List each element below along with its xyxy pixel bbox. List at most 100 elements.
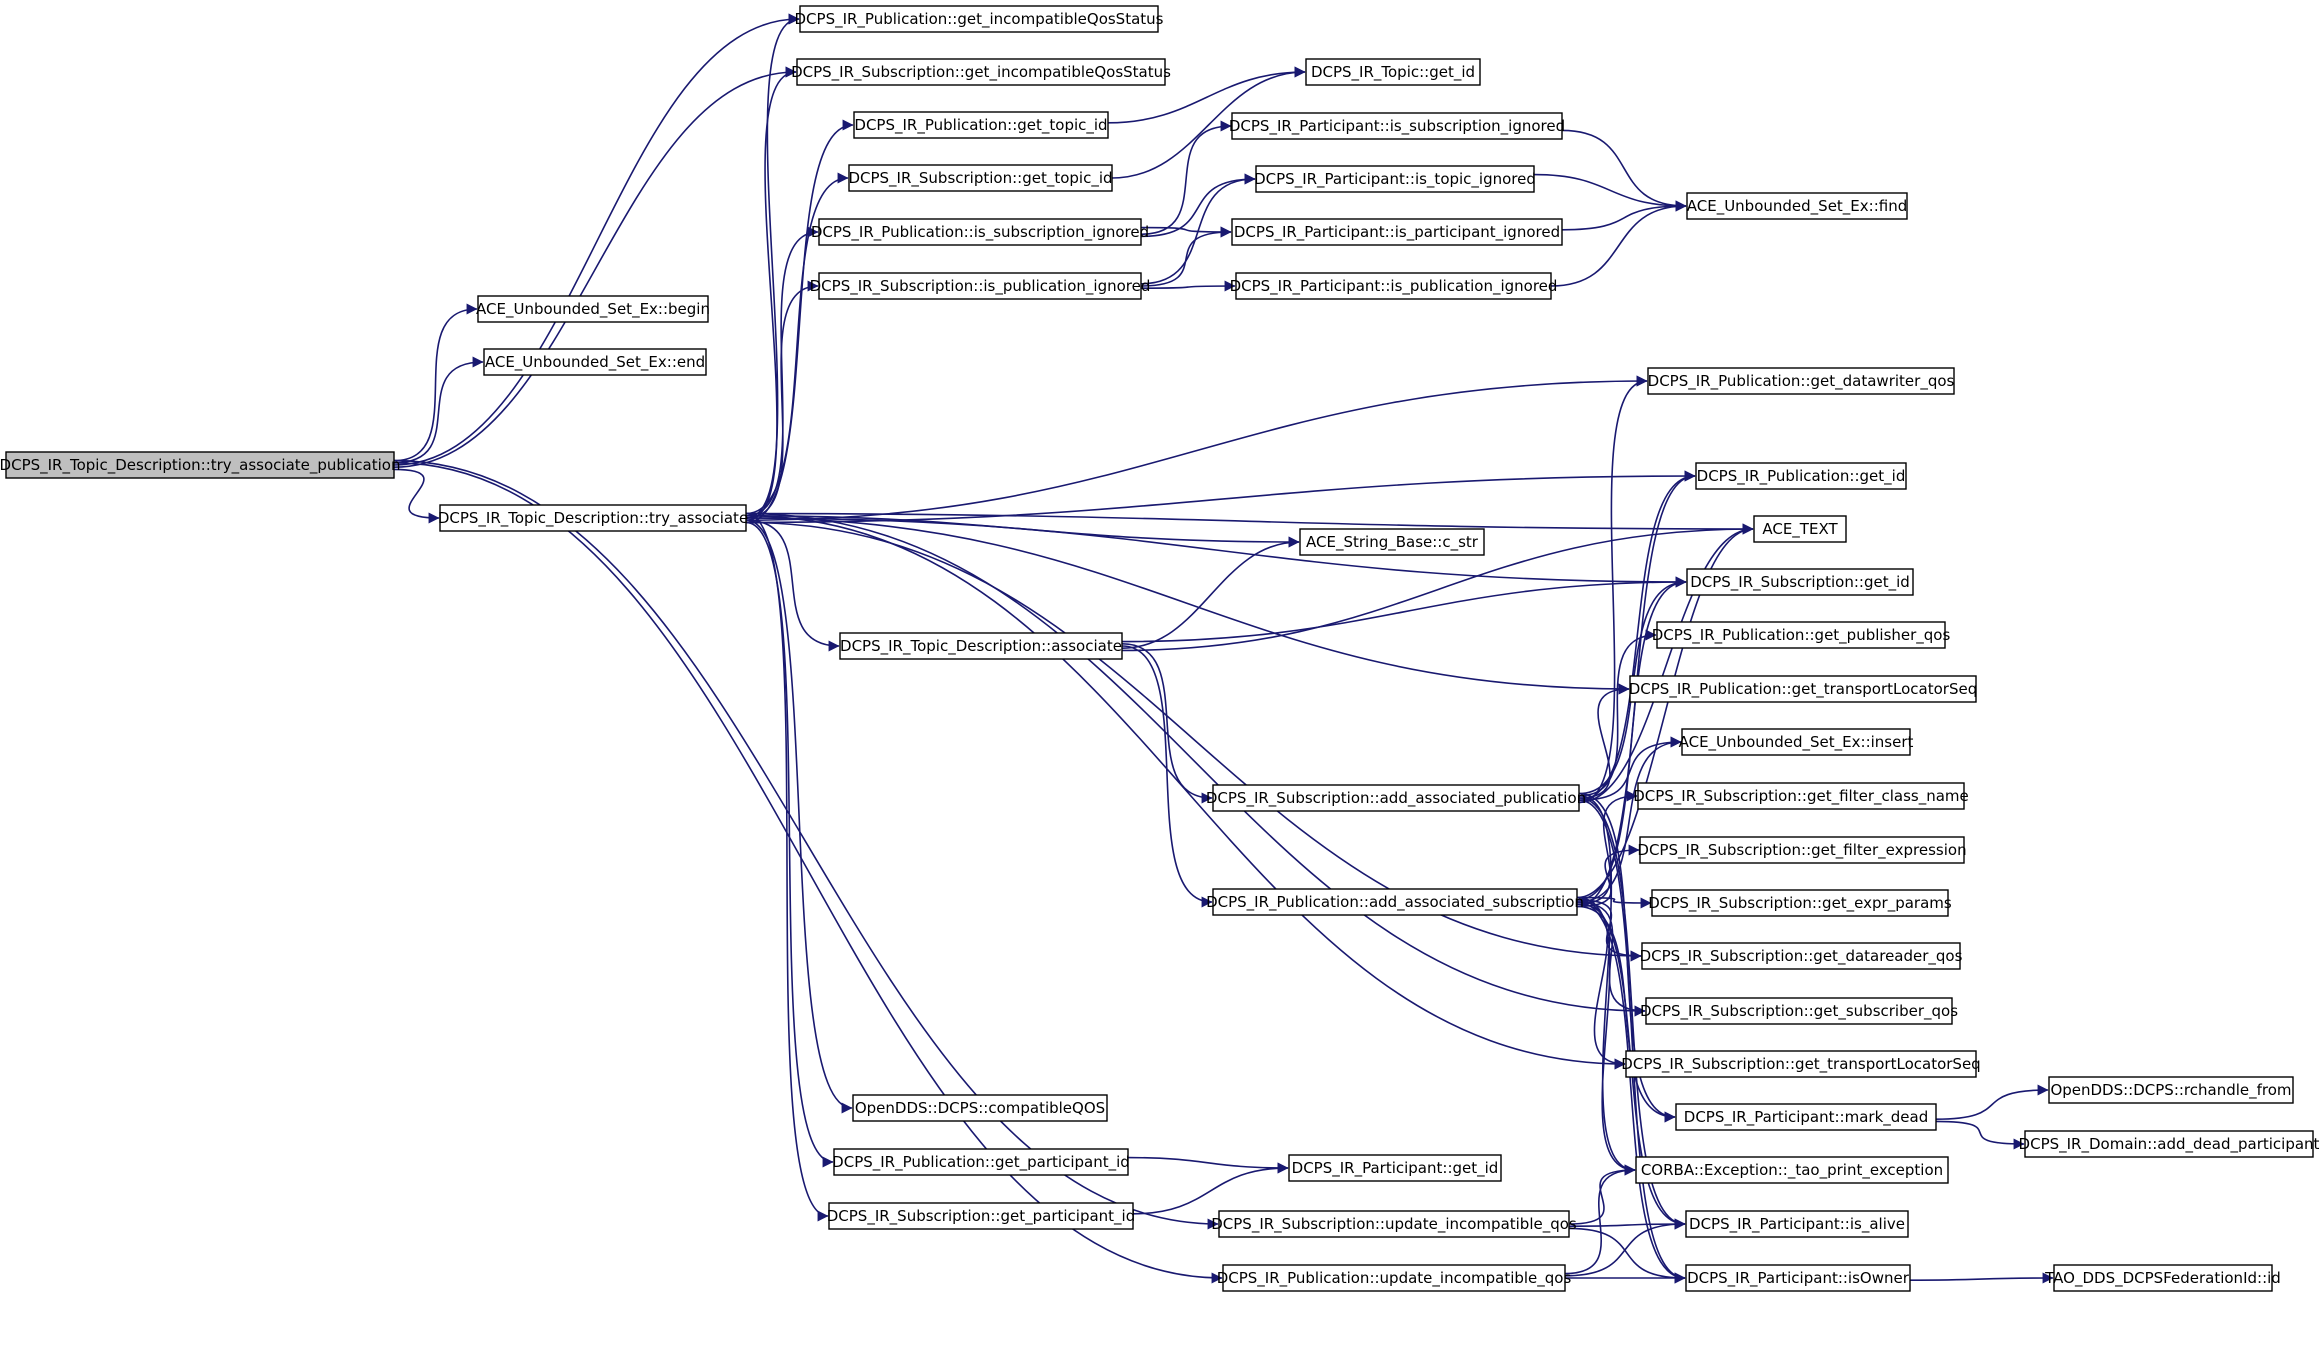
- node-n37[interactable]: DCPS_IR_Publication::get_participant_id: [832, 1148, 1130, 1176]
- node-n42[interactable]: DCPS_IR_Participant::is_alive: [1685, 1210, 1909, 1238]
- node-n32[interactable]: DCPS_IR_Subscription::get_transportLocat…: [1621, 1050, 1981, 1078]
- node-label: DCPS_IR_Participant::is_subscription_ign…: [1229, 117, 1565, 136]
- node-n29[interactable]: DCPS_IR_Subscription::get_expr_params: [1648, 889, 1952, 917]
- node-n1[interactable]: ACE_Unbounded_Set_Ex::begin: [476, 295, 710, 323]
- edge-n28-n29: [1576, 896, 1652, 909]
- node-box: [833, 1148, 1129, 1176]
- node-box: [439, 504, 747, 532]
- edge-n28-n31: [1576, 901, 1646, 1017]
- node-label: DCPS_IR_Subscription::add_associated_pub…: [1206, 789, 1586, 808]
- node-n21[interactable]: DCPS_IR_Topic_Description::associate: [839, 632, 1123, 660]
- node-box: [1222, 1264, 1566, 1292]
- node-box: [1212, 784, 1580, 812]
- node-n34[interactable]: DCPS_IR_Participant::mark_dead: [1675, 1103, 1937, 1131]
- node-n8[interactable]: DCPS_IR_Publication::is_subscription_ign…: [811, 218, 1149, 246]
- node-label: DCPS_IR_Topic_Description::try_associate…: [0, 456, 400, 475]
- node-n15[interactable]: ACE_Unbounded_Set_Ex::find: [1686, 192, 1908, 220]
- node-box: [818, 272, 1142, 300]
- node-label: DCPS_IR_Subscription::get_expr_params: [1648, 894, 1952, 913]
- edge-n11-n15: [1561, 129, 1687, 212]
- node-label: DCPS_IR_Subscription::get_participant_id: [827, 1207, 1136, 1226]
- node-n22[interactable]: DCPS_IR_Publication::get_publisher_qos: [1652, 621, 1951, 649]
- node-label: DCPS_IR_Subscription::get_incompatibleQo…: [791, 63, 1171, 82]
- node-n35[interactable]: OpenDDS::DCPS::rchandle_from: [2048, 1076, 2294, 1104]
- node-box: [1255, 165, 1535, 193]
- node-n10[interactable]: DCPS_IR_Topic::get_id: [1305, 58, 1481, 86]
- node-n27[interactable]: DCPS_IR_Subscription::get_filter_express…: [1637, 836, 1967, 864]
- node-label: DCPS_IR_Subscription::get_id: [1690, 573, 1910, 592]
- node-box: [1231, 218, 1563, 246]
- node-n24[interactable]: ACE_Unbounded_Set_Ex::insert: [1679, 728, 1914, 756]
- node-n40[interactable]: DCPS_IR_Subscription::get_participant_id: [827, 1202, 1136, 1230]
- node-n7[interactable]: DCPS_IR_Subscription::get_topic_id: [848, 164, 1113, 192]
- node-n39[interactable]: CORBA::Exception::_tao_print_exception: [1635, 1156, 1949, 1184]
- edge-n3-n18: [745, 512, 1754, 535]
- node-label: DCPS_IR_Publication::get_participant_id: [832, 1153, 1130, 1172]
- node-box: [852, 1094, 1108, 1122]
- node-box: [1651, 889, 1949, 917]
- node-label: DCPS_IR_Participant::is_participant_igno…: [1234, 223, 1560, 242]
- node-n31[interactable]: DCPS_IR_Subscription::get_subscriber_qos: [1640, 997, 1958, 1025]
- node-label: DCPS_IR_Participant::get_id: [1292, 1159, 1499, 1178]
- node-label: DCPS_IR_Participant::is_topic_ignored: [1254, 170, 1536, 189]
- node-box: [796, 58, 1166, 86]
- node-box: [1635, 1156, 1949, 1184]
- node-n36[interactable]: DCPS_IR_Domain::add_dead_participant: [2019, 1130, 2320, 1158]
- node-n26[interactable]: DCPS_IR_Subscription::get_filter_class_n…: [1633, 782, 1969, 810]
- node-label: DCPS_IR_Publication::is_subscription_ign…: [811, 223, 1149, 242]
- node-n33[interactable]: OpenDDS::DCPS::compatibleQOS: [852, 1094, 1108, 1122]
- node-n45[interactable]: TAO_DDS_DCPSFederationId::id: [2044, 1264, 2281, 1292]
- node-box: [1231, 112, 1563, 140]
- node-n41[interactable]: DCPS_IR_Subscription::update_incompatibl…: [1211, 1210, 1577, 1238]
- edge-n25-n42: [1578, 797, 1686, 1230]
- node-n2[interactable]: ACE_Unbounded_Set_Ex::end: [483, 348, 707, 376]
- edge-n34-n35: [1935, 1084, 2049, 1120]
- node-n9[interactable]: DCPS_IR_Subscription::is_publication_ign…: [810, 272, 1151, 300]
- node-n43[interactable]: DCPS_IR_Publication::update_incompatible…: [1217, 1264, 1572, 1292]
- node-n16[interactable]: DCPS_IR_Publication::get_datawriter_qos: [1647, 367, 1955, 395]
- edge-n25-n23: [1578, 683, 1630, 799]
- node-n25[interactable]: DCPS_IR_Subscription::add_associated_pub…: [1206, 784, 1586, 812]
- node-n3[interactable]: DCPS_IR_Topic_Description::try_associate: [438, 504, 748, 532]
- node-box: [1685, 1210, 1909, 1238]
- node-box: [799, 5, 1159, 33]
- edge-n0-n2: [393, 356, 484, 464]
- node-n19[interactable]: ACE_String_Base::c_str: [1299, 528, 1485, 556]
- edge-n3-n40: [745, 512, 829, 1222]
- node-box: [853, 111, 1109, 139]
- node-box: [477, 295, 709, 323]
- edge-n6-n10: [1107, 66, 1306, 124]
- edge-n9-n12: [1140, 173, 1256, 285]
- node-label: DCPS_IR_Publication::get_id: [1697, 467, 1906, 486]
- edge-n3-n37: [745, 521, 834, 1168]
- node-n44[interactable]: DCPS_IR_Participant::isOwner: [1685, 1264, 1911, 1292]
- node-n6[interactable]: DCPS_IR_Publication::get_topic_id: [853, 111, 1109, 139]
- node-label: DCPS_IR_Subscription::get_filter_express…: [1637, 841, 1966, 860]
- node-n38[interactable]: DCPS_IR_Participant::get_id: [1288, 1154, 1502, 1182]
- node-n0[interactable]: DCPS_IR_Topic_Description::try_associate…: [0, 451, 400, 479]
- edge-n3-n23: [745, 517, 1630, 695]
- edge-n9-n13: [1140, 226, 1232, 287]
- node-n13[interactable]: DCPS_IR_Participant::is_participant_igno…: [1231, 218, 1563, 246]
- node-n28[interactable]: DCPS_IR_Publication::add_associated_subs…: [1206, 888, 1584, 916]
- node-n18[interactable]: ACE_TEXT: [1753, 515, 1847, 543]
- edge-n3-n30: [745, 521, 1642, 962]
- node-label: CORBA::Exception::_tao_print_exception: [1641, 1161, 1943, 1180]
- node-n14[interactable]: DCPS_IR_Participant::is_publication_igno…: [1230, 272, 1558, 300]
- edge-n43-n39: [1564, 1164, 1636, 1275]
- node-box: [1299, 528, 1485, 556]
- node-n17[interactable]: DCPS_IR_Publication::get_id: [1695, 462, 1907, 490]
- node-box: [2048, 1076, 2294, 1104]
- node-label: OpenDDS::DCPS::rchandle_from: [2050, 1081, 2291, 1100]
- node-n4[interactable]: DCPS_IR_Publication::get_incompatibleQos…: [795, 5, 1164, 33]
- node-n5[interactable]: DCPS_IR_Subscription::get_incompatibleQo…: [791, 58, 1171, 86]
- node-n12[interactable]: DCPS_IR_Participant::is_topic_ignored: [1254, 165, 1536, 193]
- node-n20[interactable]: DCPS_IR_Subscription::get_id: [1686, 568, 1914, 596]
- node-n30[interactable]: DCPS_IR_Subscription::get_datareader_qos: [1640, 942, 1963, 970]
- edge-n3-n16: [745, 375, 1648, 521]
- node-n11[interactable]: DCPS_IR_Participant::is_subscription_ign…: [1229, 112, 1565, 140]
- edge-n21-n18: [1121, 523, 1754, 652]
- node-n23[interactable]: DCPS_IR_Publication::get_transportLocato…: [1629, 675, 1978, 703]
- edge-n25-n17: [1578, 470, 1696, 801]
- node-label: DCPS_IR_Subscription::get_filter_class_n…: [1633, 787, 1969, 806]
